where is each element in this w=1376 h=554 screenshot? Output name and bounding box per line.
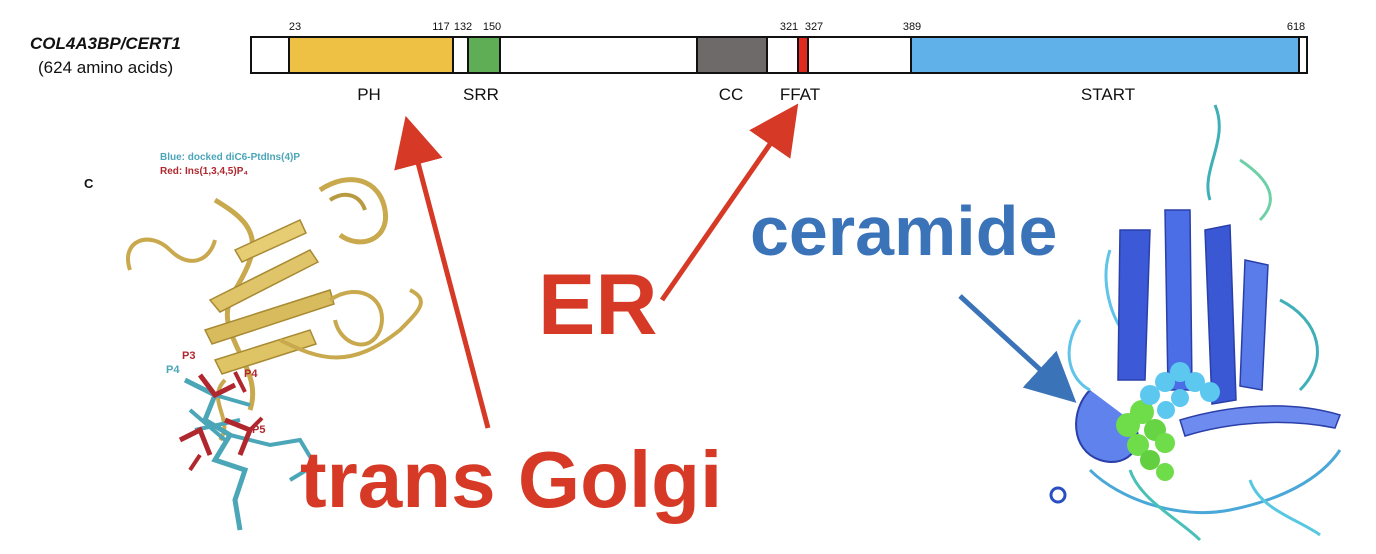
start-domain-structure	[1049, 104, 1342, 542]
tick-label-618: 618	[1286, 21, 1306, 33]
srr-domain	[467, 38, 501, 72]
trans-golgi-label: trans Golgi	[300, 435, 723, 524]
tick-label-150: 150	[482, 21, 502, 33]
ph-domain	[288, 38, 454, 72]
legend-red: Red: Ins(1,3,4,5)P₄	[160, 166, 249, 177]
tick-label-117: 117	[432, 21, 450, 33]
er-label: ER	[538, 257, 658, 353]
start-label: START	[1080, 85, 1136, 104]
legend-blue: Blue: docked diC6-PtdIns(4)P	[160, 152, 301, 163]
panel-letter: C	[84, 176, 94, 191]
cc-label: CC	[718, 85, 744, 104]
protein-length-label: (624 amino acids)	[38, 58, 174, 77]
tick-label-389: 389	[902, 21, 922, 33]
tick-label-132: 132	[453, 21, 473, 33]
phosphoinositide-ligand	[178, 371, 318, 531]
ph-label: PH	[357, 85, 381, 104]
srr-label: SRR	[463, 85, 499, 104]
trans-golgi-arrow	[394, 115, 491, 429]
cc-domain	[696, 38, 768, 72]
ceramide-label: ceramide	[750, 192, 1058, 270]
gene-name: COL4A3BP/CERT1	[30, 34, 181, 53]
start-domain	[910, 38, 1300, 72]
ffat-motif	[797, 38, 809, 72]
er-arrow	[659, 103, 799, 302]
phosphate-label-p3: P3	[182, 350, 196, 362]
tick-label-321: 321	[779, 21, 799, 33]
phosphate-label-p5: P5	[252, 424, 266, 436]
protein-domain-bar	[250, 36, 1308, 74]
ceramide-ligand	[1116, 362, 1220, 481]
ceramide-arrow	[958, 294, 1077, 403]
ph-domain-structure	[126, 177, 423, 442]
ffat-label: FFAT	[779, 85, 821, 104]
phosphate-label-p4-red: P4	[244, 368, 258, 380]
phosphate-label-p4-blue: P4	[166, 364, 180, 376]
tick-label-327: 327	[804, 21, 824, 33]
tick-label-23: 23	[288, 21, 302, 33]
